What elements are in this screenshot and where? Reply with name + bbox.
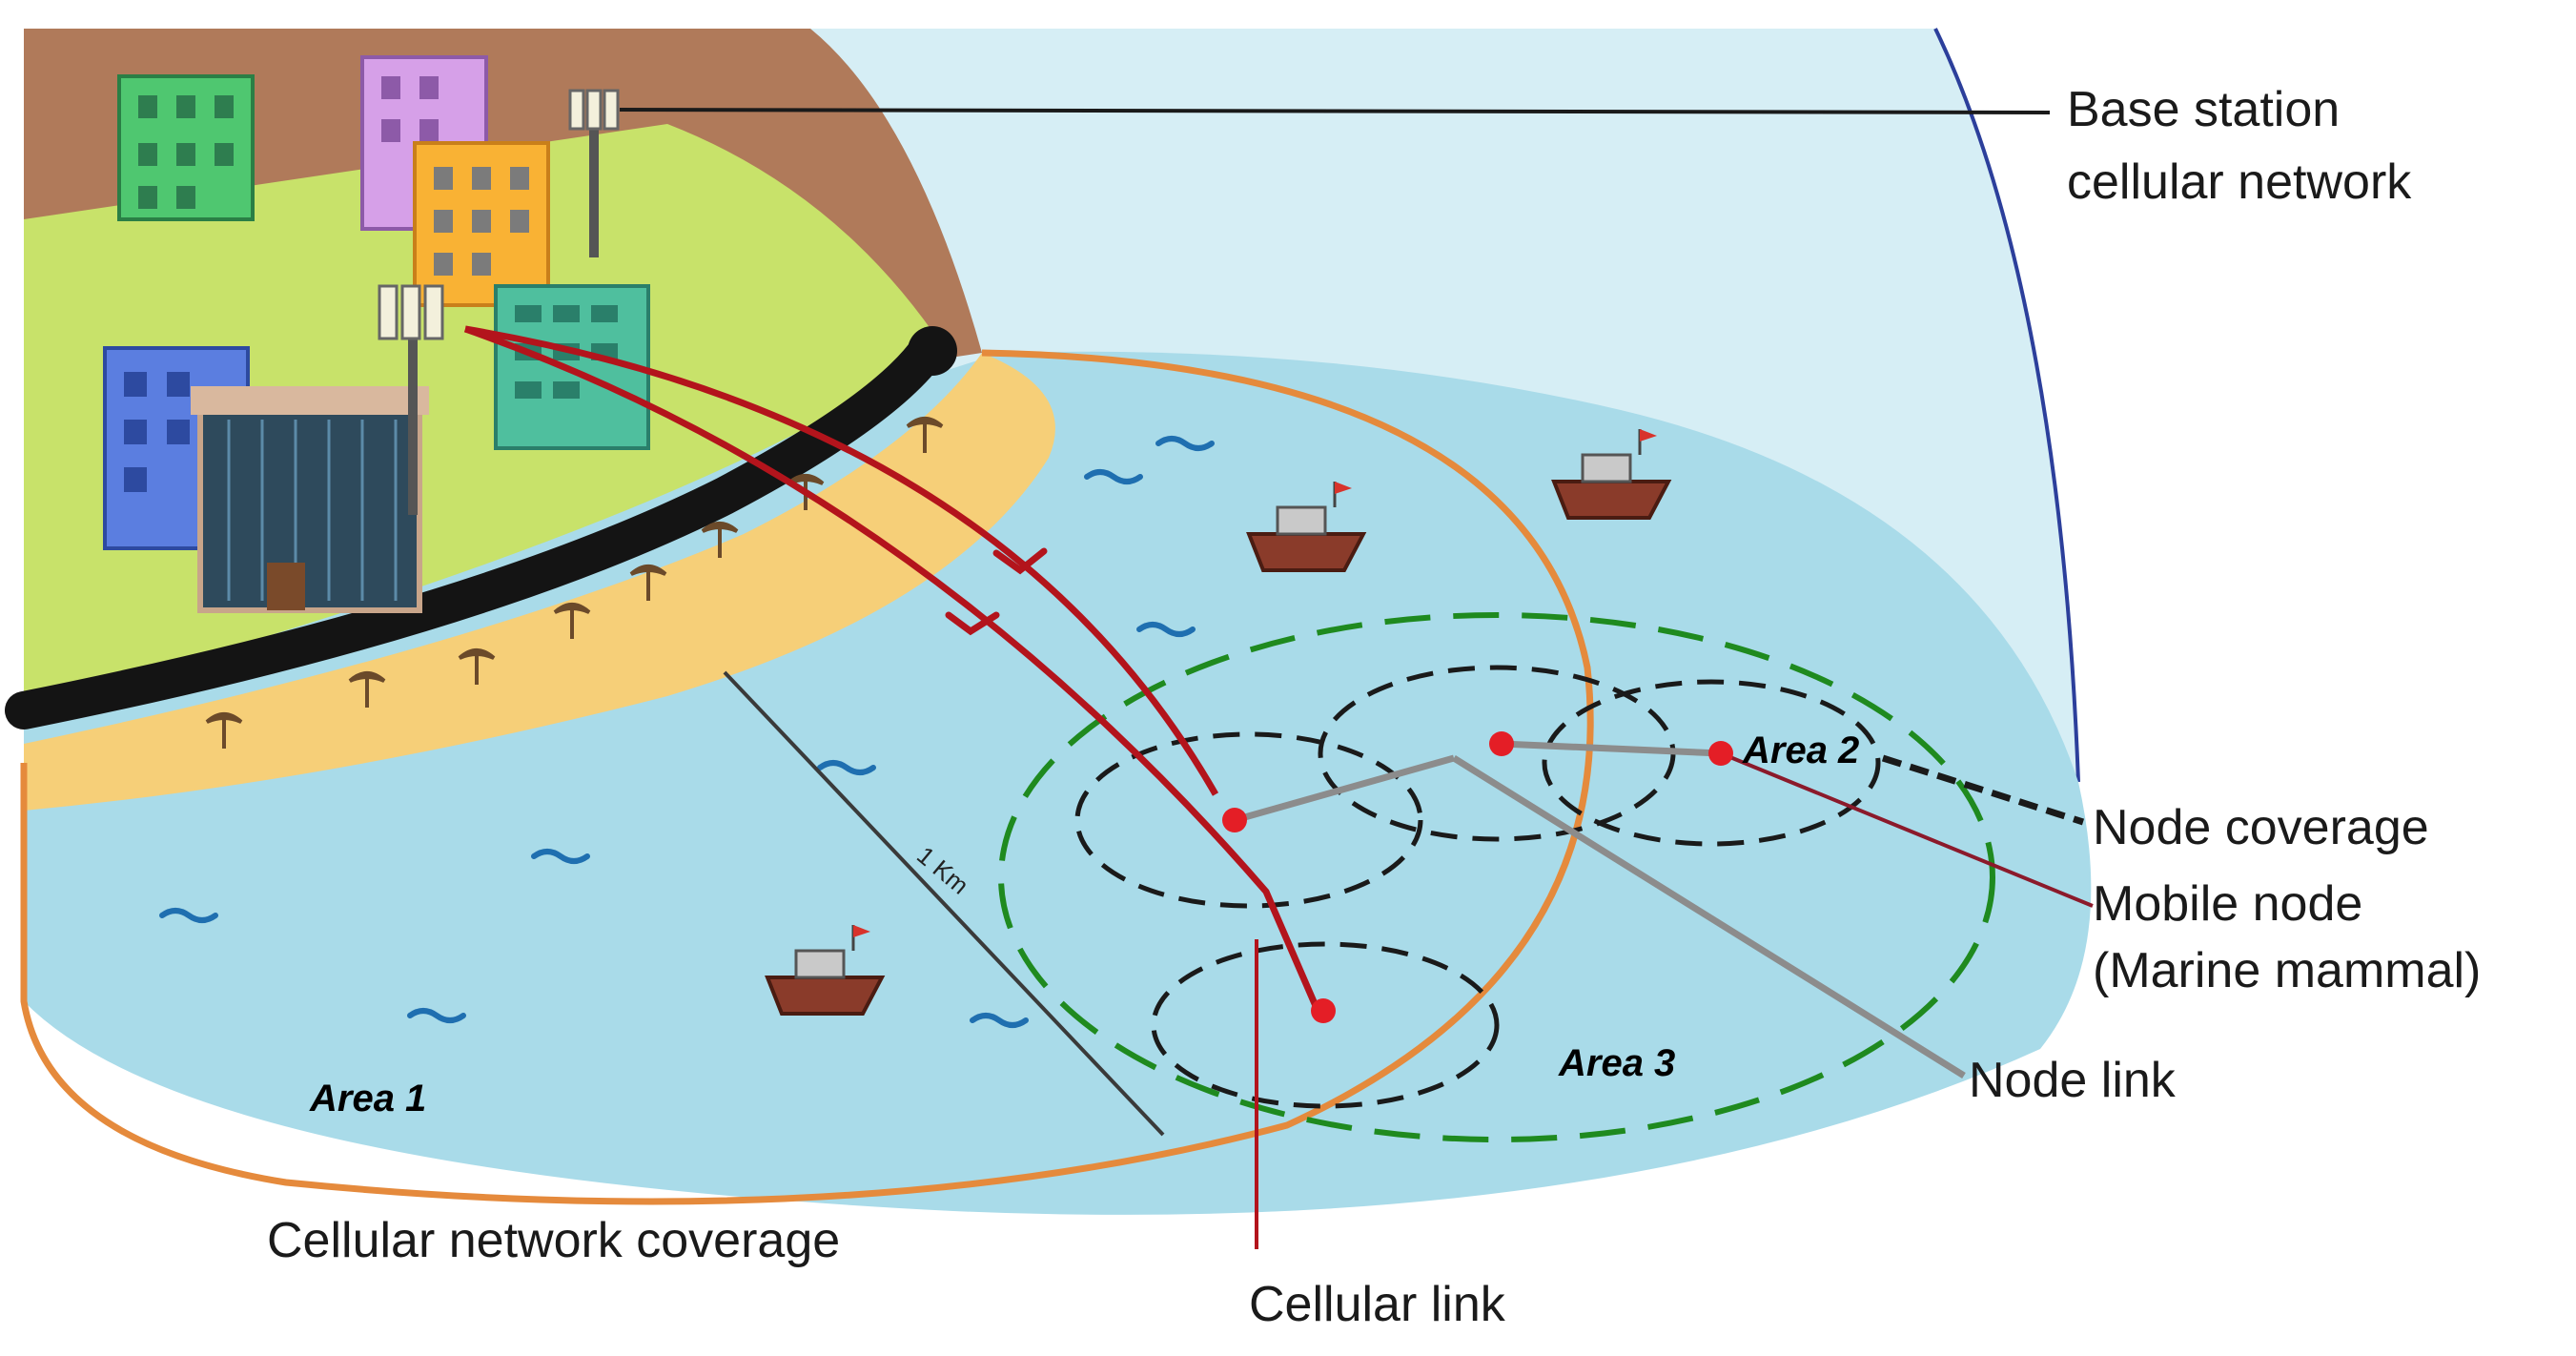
building-icon: [191, 386, 429, 613]
beach: [24, 353, 1055, 811]
mobile-node-label-line2: (Marine mammal): [2093, 943, 2481, 998]
palm-tree-icon: [205, 417, 944, 749]
area2-label: Area 2: [1742, 729, 1859, 771]
node-link-label: Node link: [1969, 1053, 2177, 1108]
building-icon: [117, 74, 255, 221]
area3-label: Area 3: [1558, 1042, 1675, 1084]
node-coverage-label: Node coverage: [2093, 800, 2429, 855]
cellular-links: [463, 325, 1319, 1008]
area1-label: Area 1: [309, 1078, 426, 1120]
area3-boundary: [998, 612, 1995, 1142]
building-icon: [413, 141, 550, 307]
cellular-link-arrows: [945, 547, 1048, 636]
distance-line: [723, 670, 1165, 1137]
base-station-label-line2: cellular network: [2067, 154, 2412, 210]
base-station-label: Base station: [2067, 82, 2340, 137]
boat-icon: [1551, 429, 1672, 520]
cellular-coverage-label: Cellular network coverage: [267, 1213, 840, 1268]
cellular-link-label: Cellular link: [1249, 1277, 1506, 1332]
mobile-nodes: [1222, 731, 1733, 1023]
wave-icon: [159, 436, 1215, 1028]
boat-icon: [765, 925, 886, 1016]
node-link-leader: [1452, 755, 1966, 1079]
node-coverage-leader: [1881, 754, 2085, 826]
road: [5, 329, 949, 729]
base-station-icon: [378, 284, 444, 515]
base-station-icon: [568, 89, 620, 257]
boat-icon: [1246, 482, 1367, 572]
tunnel: [908, 326, 957, 376]
dome-outline: [1933, 28, 2080, 783]
node-links: [1234, 740, 1722, 824]
base-station-leader: [619, 108, 2051, 114]
cellular-coverage-ring: [20, 349, 1594, 1205]
mobile-node-label: Mobile node: [2093, 876, 2362, 932]
mobile-node-leader: [1720, 751, 2094, 908]
